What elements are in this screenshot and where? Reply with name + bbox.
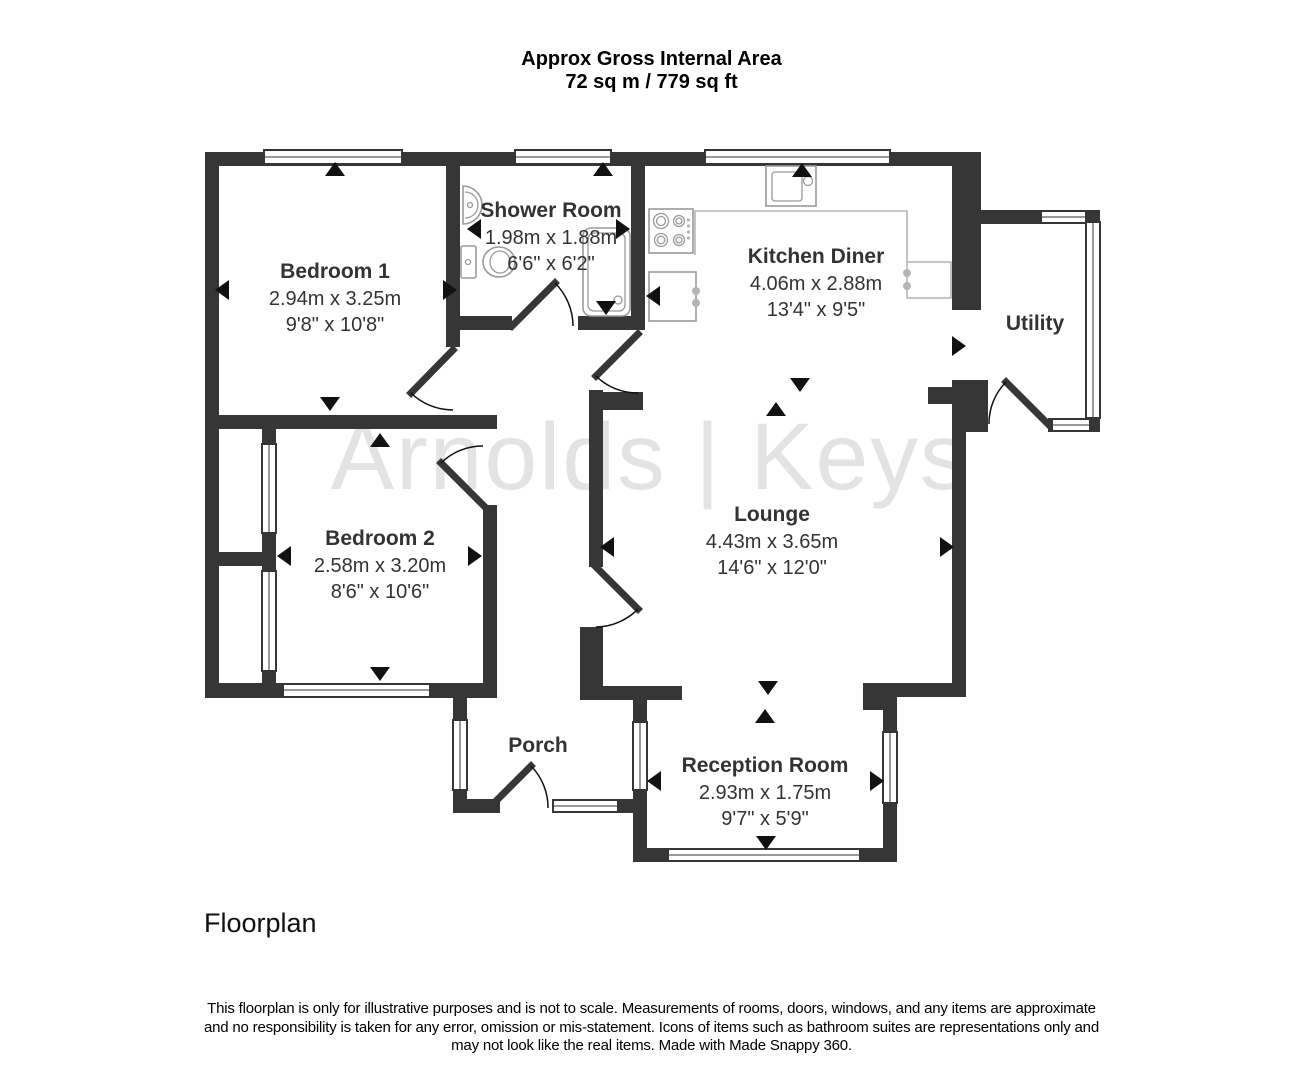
door-bedroom2 <box>436 445 488 510</box>
bedroom2-name: Bedroom 2 <box>325 527 435 550</box>
room-bedroom2: Bedroom 2 2.58m x 3.20m 8'6" x 10'6" <box>314 527 446 603</box>
window-reception-bottom <box>667 848 861 862</box>
disclaimer-line2: and no responsibility is taken for any e… <box>204 1018 1099 1036</box>
hob-icon <box>648 208 694 254</box>
window-kitchen-top <box>704 149 891 165</box>
shower-name: Shower Room <box>480 199 621 222</box>
window-porch-bottom <box>552 799 619 813</box>
basin-icon <box>462 185 483 225</box>
door-lounge <box>591 562 643 628</box>
window-utility-right <box>1085 221 1101 419</box>
bedroom2-imperial: 8'6" x 10'6" <box>331 581 430 603</box>
bedroom1-metric: 2.94m x 3.25m <box>269 288 401 310</box>
window-bedroom1-top <box>263 149 403 165</box>
door-porch-front <box>484 761 549 813</box>
window-bedroom2-left-upper <box>261 443 277 534</box>
disclaimer-line3: may not look like the real items. Made w… <box>451 1037 852 1054</box>
disclaimer-line1: This floorplan is only for illustrative … <box>207 1000 1096 1017</box>
windows <box>261 149 1101 862</box>
window-porch-left <box>452 719 468 791</box>
bedroom1-imperial: 9'8" x 10'8" <box>286 314 385 336</box>
shower-imperial: 6'6" x 6'2" <box>507 253 594 275</box>
window-utility-bottom <box>1051 418 1091 432</box>
title-line2: 72 sq m / 779 sq ft <box>565 71 738 93</box>
window-bedroom2-bottom <box>282 683 431 698</box>
room-bedroom1: Bedroom 1 2.94m x 3.25m 9'8" x 10'8" <box>269 260 401 336</box>
title-line1: Approx Gross Internal Area <box>521 48 782 70</box>
door-utility-back <box>988 377 1053 429</box>
kitchen-name: Kitchen Diner <box>748 245 885 268</box>
bedroom1-name: Bedroom 1 <box>280 260 390 283</box>
porch-name: Porch <box>508 734 568 757</box>
room-lounge: Lounge 4.43m x 3.65m 14'6" x 12'0" <box>706 503 838 579</box>
shower-metric: 1.98m x 1.88m <box>485 227 617 249</box>
counter-icon <box>694 210 952 299</box>
bedroom2-metric: 2.58m x 3.20m <box>314 555 446 577</box>
measurement-arrows <box>215 162 966 850</box>
kitchen-metric: 4.06m x 2.88m <box>750 273 882 295</box>
door-shower <box>507 278 574 331</box>
door-kitchen-entry <box>591 329 643 394</box>
kitchen-sink-icon <box>765 165 817 207</box>
floorplan-caption: Floorplan <box>204 908 317 938</box>
toilet-icon <box>460 245 516 279</box>
utility-name: Utility <box>1006 312 1065 335</box>
reception-imperial: 9'7" x 5'9" <box>721 808 808 830</box>
doors <box>406 278 1053 813</box>
room-labels: Bedroom 1 2.94m x 3.25m 9'8" x 10'8" Sho… <box>269 199 1065 830</box>
window-bedroom2-left-lower <box>261 570 277 672</box>
door-bedroom1 <box>406 345 458 411</box>
room-kitchen: Kitchen Diner 4.06m x 2.88m 13'4" x 9'5" <box>748 245 885 321</box>
kitchen-imperial: 13'4" x 9'5" <box>767 299 866 321</box>
room-shower: Shower Room 1.98m x 1.88m 6'6" x 6'2" <box>480 199 621 275</box>
room-reception: Reception Room 2.93m x 1.75m 9'7" x 5'9" <box>682 754 849 830</box>
lounge-metric: 4.43m x 3.65m <box>706 531 838 553</box>
window-reception-right <box>882 731 898 804</box>
window-reception-left <box>632 721 648 791</box>
room-utility: Utility <box>1006 312 1065 335</box>
reception-name: Reception Room <box>682 754 849 777</box>
lounge-imperial: 14'6" x 12'0" <box>717 557 827 579</box>
window-utility-top <box>1040 210 1087 224</box>
room-porch: Porch <box>508 734 568 757</box>
lounge-name: Lounge <box>734 503 810 526</box>
disclaimer-text: This floorplan is only for illustrative … <box>0 1000 1303 1056</box>
reception-metric: 2.93m x 1.75m <box>699 782 831 804</box>
window-shower-top <box>514 149 612 165</box>
gross-internal-area-title: Approx Gross Internal Area 72 sq m / 779… <box>0 48 1303 94</box>
